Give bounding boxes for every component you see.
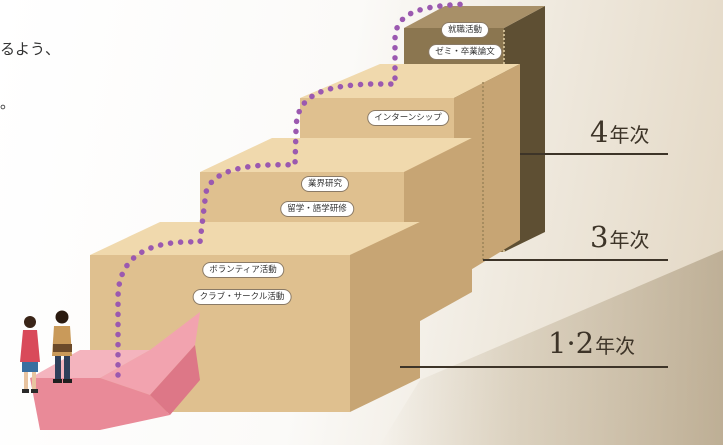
- intro-text-line-2: 。: [0, 94, 16, 112]
- activity-volunteer: ボランティア活動: [202, 262, 284, 278]
- floor-shadow: [380, 250, 723, 445]
- grade-4-number: 4: [590, 115, 609, 149]
- step-4-top: [404, 6, 545, 28]
- grade-12-suffix: 年次: [595, 334, 636, 358]
- student-female: [20, 316, 40, 393]
- grade-12-leader-line: [400, 366, 668, 368]
- student-male: [52, 310, 72, 383]
- pink-arrow: [30, 312, 200, 430]
- step-3-top: [300, 64, 520, 98]
- grade-12-number: 1·2: [548, 326, 595, 360]
- activity-seminar-thesis: ゼミ・卒業論文: [428, 44, 502, 60]
- activity-internship: インターンシップ: [367, 110, 449, 126]
- arrow-head-top: [100, 312, 200, 395]
- activity-industry-research: 業界研究: [300, 176, 350, 192]
- grade-3-number: 3: [590, 220, 609, 254]
- step-2-side: [404, 138, 472, 330]
- grade-3-suffix: 年次: [609, 228, 650, 252]
- growth-path-dots: [115, 1, 471, 378]
- grade-4-leader-line: [520, 153, 668, 155]
- grade-4-suffix: 年次: [609, 123, 650, 147]
- activity-study-abroad: 留学・語学研修: [280, 201, 354, 217]
- intro-text-line-1: るよう、: [0, 40, 61, 58]
- students-illustration: [20, 310, 72, 393]
- arrow-front: [30, 378, 170, 430]
- step-1-top: [90, 222, 420, 255]
- step-1-side: [350, 222, 420, 412]
- arrow-head-front: [150, 345, 200, 415]
- activity-job-hunting: 就職活動: [440, 22, 490, 38]
- activity-club-circle: クラブ・サークル活動: [192, 289, 292, 305]
- grade-3-leader-line: [483, 259, 668, 261]
